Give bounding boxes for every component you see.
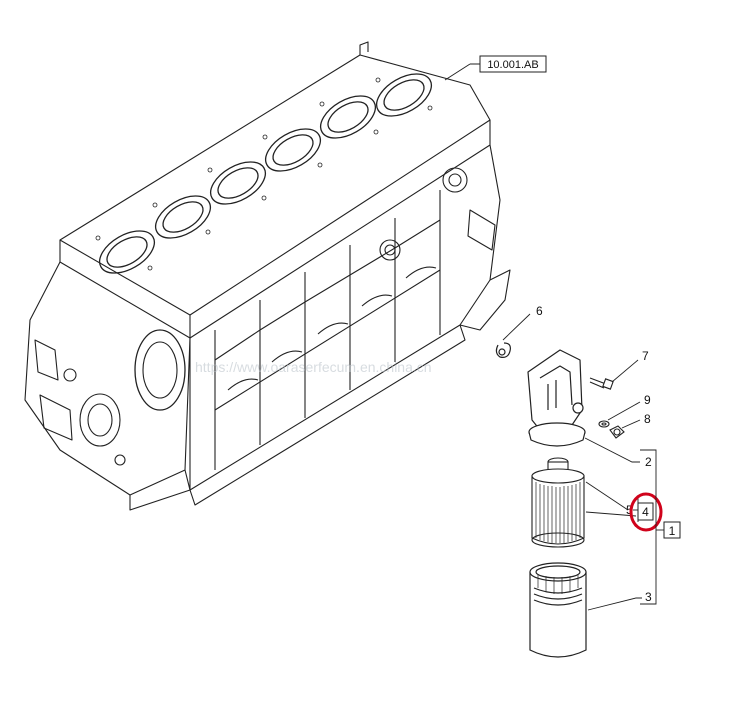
engine-block-icon: [24, 41, 511, 511]
filter-element-icon: [531, 457, 585, 548]
callout-8: 8: [644, 412, 651, 426]
callout-7: 7: [642, 349, 649, 363]
clip-icon: [495, 342, 511, 358]
callout-4[interactable]: 4: [642, 505, 649, 519]
callout-6: 6: [536, 304, 543, 318]
callout-2: 2: [645, 455, 652, 469]
reference-label-text: 10.001.AB: [487, 59, 538, 71]
group-bracket: [640, 449, 664, 605]
callout-9: 9: [644, 393, 651, 407]
watermark-text: https://www.oaraserfecum.en.china.cn: [195, 359, 432, 375]
bolt-icon: [589, 377, 614, 390]
plug-icon: [609, 425, 625, 439]
filter-head-icon: [527, 349, 586, 447]
filter-bowl-icon: [529, 562, 587, 658]
highlight-circle: [629, 492, 663, 532]
washer-icon: [598, 420, 610, 428]
callout-1: 1: [669, 524, 676, 538]
reference-label[interactable]: 10.001.AB: [444, 55, 547, 81]
callout-1-box[interactable]: [663, 521, 681, 539]
callout-3: 3: [645, 590, 652, 604]
callout-5: 5: [626, 503, 633, 517]
